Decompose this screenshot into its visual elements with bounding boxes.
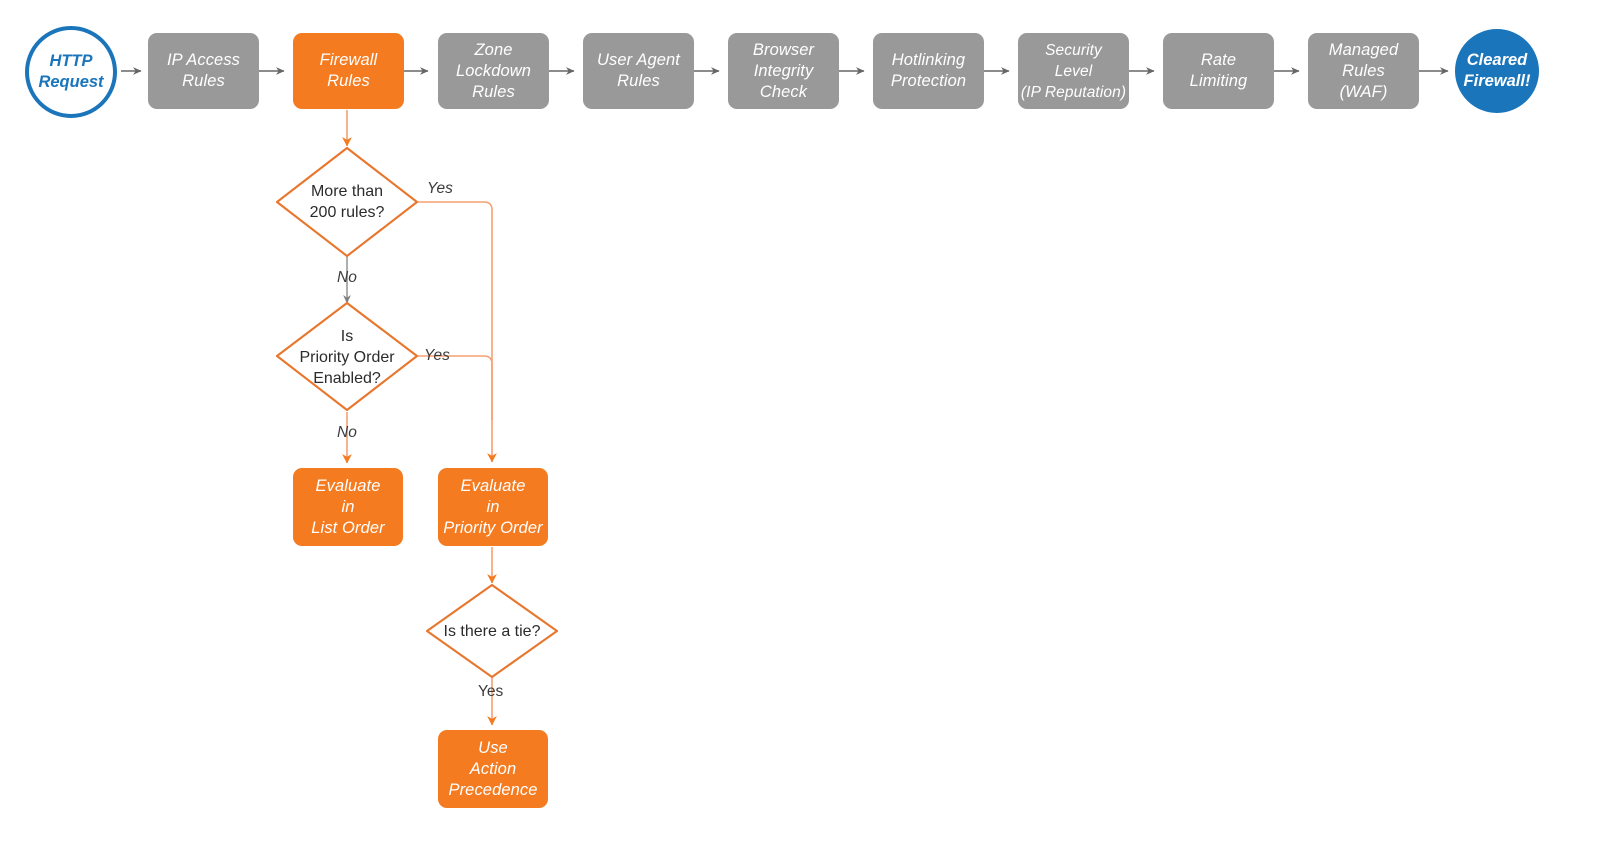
edge-label-priority-enabled-yes: Yes: [424, 347, 450, 364]
node-managed-rules-waf-label: Managed Rules (WAF): [1328, 40, 1399, 101]
node-zone-lockdown-rules-label: Zone Lockdown Rules: [455, 40, 532, 101]
node-security-level-label: Security Level (IP Reputation): [1020, 41, 1127, 101]
node-cleared-firewall-label: Cleared Firewall!: [1463, 51, 1531, 90]
decision-priority-order-enabled-label: Is Priority Order Enabled?: [272, 324, 422, 390]
node-http-request[interactable]: HTTP Request: [25, 26, 117, 118]
node-evaluate-in-priority-order[interactable]: Evaluate in Priority Order: [438, 468, 548, 546]
decision-more-than-200-rules-label: More than 200 rules?: [277, 175, 417, 229]
node-user-agent-rules[interactable]: User Agent Rules: [583, 33, 694, 109]
node-security-level[interactable]: Security Level (IP Reputation): [1018, 33, 1129, 109]
node-browser-integrity-check-label: Browser Integrity Check: [752, 40, 815, 101]
edge-label-more-than-200-yes: Yes: [427, 180, 453, 197]
node-use-action-precedence[interactable]: Use Action Precedence: [438, 730, 548, 808]
node-firewall-rules-label: Firewall Rules: [319, 51, 378, 90]
node-hotlinking-protection-label: Hotlinking Protection: [890, 51, 967, 90]
node-hotlinking-protection[interactable]: Hotlinking Protection: [873, 33, 984, 109]
edge-label-priority-enabled-no: No: [337, 424, 357, 441]
node-evaluate-in-list-order[interactable]: Evaluate in List Order: [293, 468, 403, 546]
node-zone-lockdown-rules[interactable]: Zone Lockdown Rules: [438, 33, 549, 109]
node-use-action-precedence-label: Use Action Precedence: [448, 738, 538, 799]
node-ip-access-rules[interactable]: IP Access Rules: [148, 33, 259, 109]
node-cleared-firewall[interactable]: Cleared Firewall!: [1455, 29, 1539, 113]
node-browser-integrity-check[interactable]: Browser Integrity Check: [728, 33, 839, 109]
decision-priority-order-enabled-text: Is Priority Order Enabled?: [299, 327, 395, 387]
edge-label-tie-yes: Yes: [478, 683, 504, 700]
node-evaluate-in-list-order-label: Evaluate in List Order: [311, 476, 385, 537]
node-evaluate-in-priority-order-label: Evaluate in Priority Order: [443, 476, 543, 537]
node-user-agent-rules-label: User Agent Rules: [597, 51, 680, 90]
decision-more-than-200-rules-text: More than 200 rules?: [309, 183, 385, 221]
node-rate-limiting[interactable]: Rate Limiting: [1163, 33, 1274, 109]
node-http-request-label: HTTP Request: [38, 52, 104, 91]
edge-decision200-yes: [417, 201, 497, 463]
node-firewall-rules[interactable]: Firewall Rules: [293, 33, 404, 109]
decision-is-there-a-tie-text: Is there a tie?: [443, 622, 541, 640]
decision-is-there-a-tie-label: Is there a tie?: [422, 617, 562, 645]
node-managed-rules-waf[interactable]: Managed Rules (WAF): [1308, 33, 1419, 109]
edge-priority-yes: [417, 355, 493, 420]
node-rate-limiting-label: Rate Limiting: [1189, 51, 1248, 90]
edge-label-more-than-200-no: No: [337, 269, 357, 286]
node-ip-access-rules-label: IP Access Rules: [166, 51, 241, 90]
